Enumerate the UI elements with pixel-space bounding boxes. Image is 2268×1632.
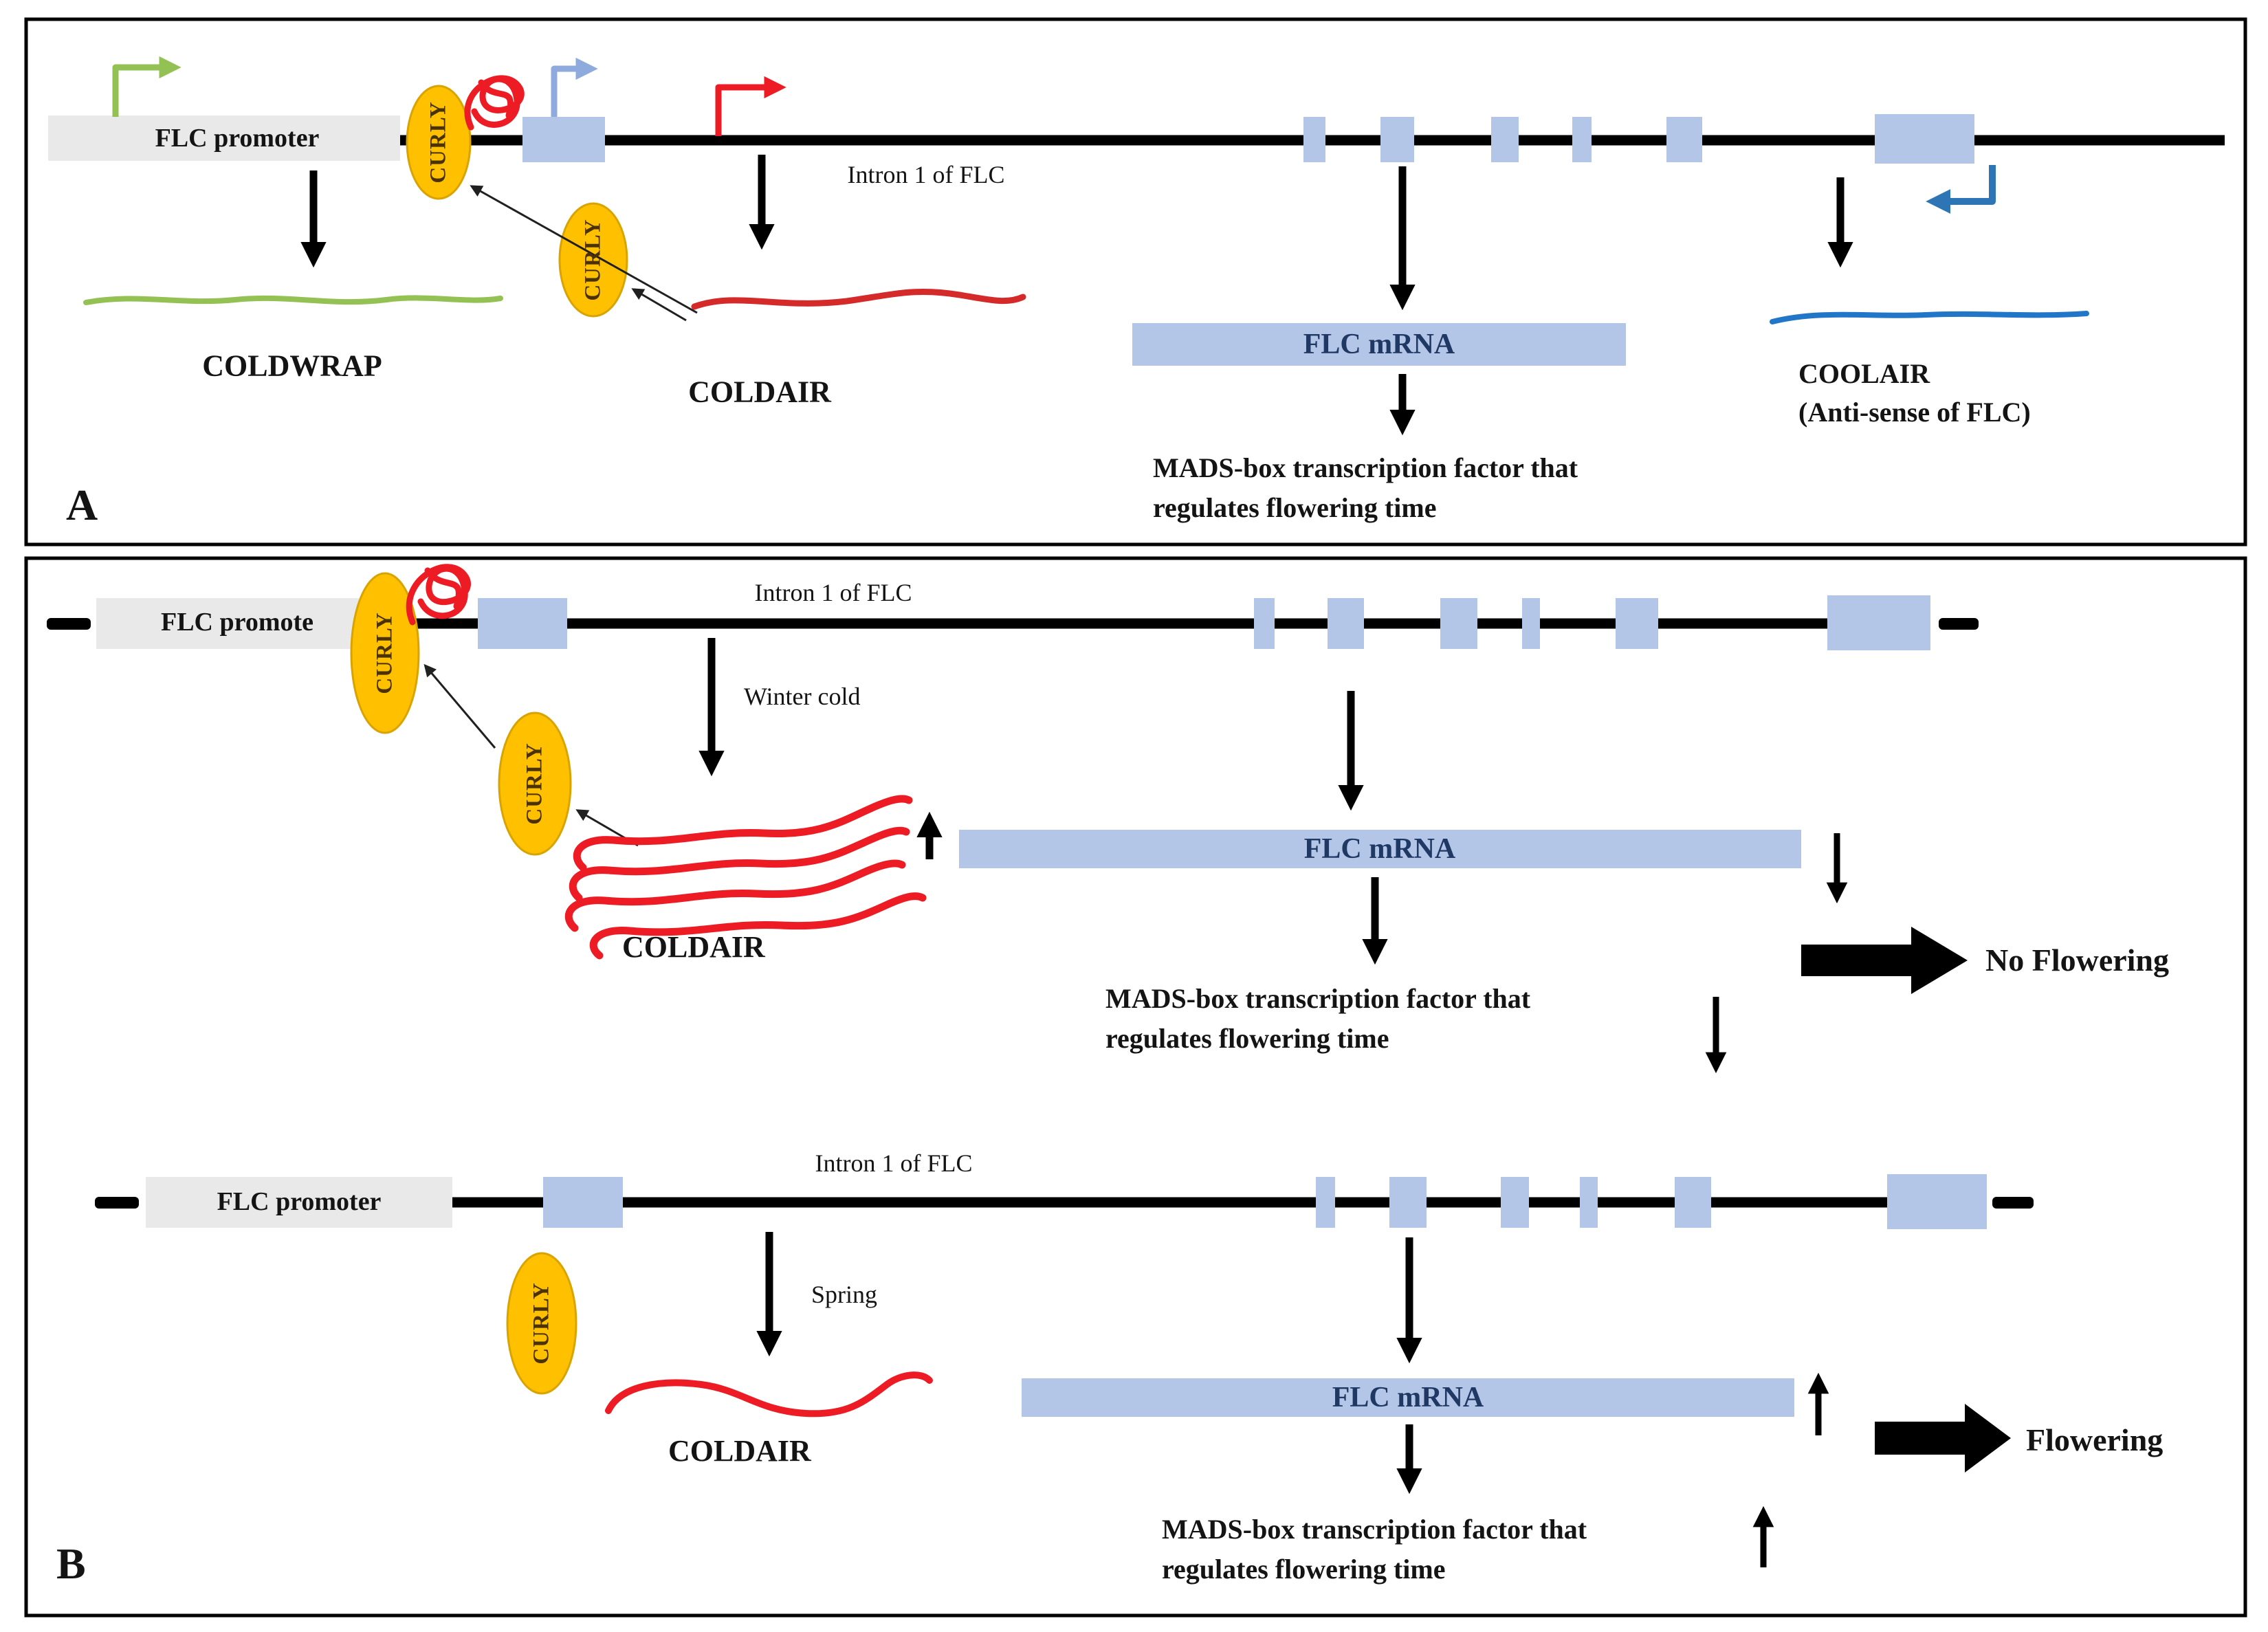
mads-text-spring: MADS-box transcription factor that regul…: [1162, 1510, 1587, 1589]
sense-tss-arrow-icon: [551, 57, 598, 117]
panel-b-label: B: [56, 1539, 86, 1588]
big-arrow-flowering: [1875, 1404, 2011, 1473]
exon: [1303, 117, 1325, 162]
coldair-label-spring: COLDAIR: [668, 1434, 811, 1468]
mads-text-a: MADS-box transcription factor that regul…: [1153, 448, 1578, 528]
curly-protein-oval: [350, 572, 420, 734]
rna-tangle-icon: [406, 564, 471, 626]
dna-end-dash: [1992, 1197, 2034, 1209]
curly-protein-oval: [406, 85, 472, 200]
curly-protein-oval: [558, 202, 628, 318]
curly-label: CURLY: [372, 612, 397, 694]
exon: [1440, 598, 1477, 649]
flc-promoter-label-winter: FLC promote: [161, 608, 313, 637]
curly-label: CURLY: [522, 742, 547, 825]
exon: [1254, 598, 1275, 649]
exon: [1316, 1177, 1335, 1228]
thin-arrow-coldair-to-curly1: [470, 185, 698, 314]
mads-text-winter: MADS-box transcription factor that regul…: [1105, 979, 1530, 1059]
coldair-rna-strand: [569, 826, 910, 902]
thin-arrow-to-curly1-winter: [423, 663, 496, 749]
panel-b-border: [24, 556, 2247, 1618]
coldair-rna-squiggle-a: [691, 289, 1026, 310]
exon: [1666, 117, 1702, 162]
exon: [1491, 117, 1519, 162]
coldair-label-a: COLDAIR: [688, 375, 831, 409]
intron-label-spring: Intron 1 of FLC: [815, 1149, 973, 1177]
coldwrap-rna-squiggle: [83, 295, 503, 305]
exon: [478, 598, 567, 649]
mads-line2-spring: regulates flowering time: [1162, 1554, 1446, 1585]
exon: [1522, 598, 1540, 649]
coldair-rna-strand: [573, 795, 913, 872]
winter-cold-label: Winter cold: [744, 683, 861, 710]
exon: [1389, 1177, 1427, 1228]
intron-label-winter: Intron 1 of FLC: [754, 579, 912, 606]
coldair-tss-arrow-icon: [715, 76, 786, 136]
flc-promoter-box-a: [48, 115, 400, 161]
panel-a-label: A: [66, 481, 98, 529]
flc-promoter-box-spring: [146, 1177, 452, 1228]
coolair-rna-squiggle: [1770, 311, 2089, 324]
coldwrap-label: COLDWRAP: [202, 349, 382, 383]
flc-promoter-box-winter: [96, 598, 359, 649]
mads-line2-a: regulates flowering time: [1153, 492, 1437, 523]
exon: [1380, 117, 1414, 162]
panel-a-border: [24, 17, 2247, 547]
coldair-rna-strand: [564, 859, 906, 932]
coolair-label: COOLAIR: [1798, 358, 1930, 389]
flc-promoter-label-a: FLC promoter: [155, 124, 320, 153]
flc-mrna-bar-winter: [959, 830, 1801, 868]
exon: [1887, 1174, 1987, 1229]
big-arrow-no-flowering: [1801, 927, 1968, 994]
intron-label-a: Intron 1 of FLC: [847, 161, 1005, 188]
exon: [1827, 595, 1930, 650]
exon: [1675, 1177, 1711, 1228]
flc-mrna-label-spring: FLC mRNA: [1332, 1382, 1484, 1413]
flc-promoter-label-spring: FLC promoter: [217, 1187, 382, 1216]
mads-line2-winter: regulates flowering time: [1105, 1023, 1389, 1054]
curly-label: CURLY: [426, 101, 451, 184]
rna-tangle-icon: [464, 75, 525, 131]
exon: [1875, 114, 1974, 164]
exon: [543, 1177, 623, 1228]
coldair-rna-squiggle-spring: [605, 1371, 933, 1418]
mads-line1-a: MADS-box transcription factor that: [1153, 452, 1578, 483]
coolair-sub-label: (Anti-sense of FLC): [1798, 397, 2031, 428]
exon: [1501, 1177, 1529, 1228]
no-flowering-label: No Flowering: [1985, 942, 2170, 978]
mads-line1-spring: MADS-box transcription factor that: [1162, 1514, 1587, 1545]
curly-protein-oval: [506, 1252, 577, 1395]
coldair-label-winter: COLDAIR: [622, 930, 765, 964]
dna-end-dash: [47, 618, 91, 630]
flc-mrna-bar-a: [1132, 323, 1626, 366]
exon: [1328, 598, 1364, 649]
exon: [1572, 117, 1592, 162]
flowering-label: Flowering: [2026, 1422, 2164, 1457]
coldair-rna-strand: [589, 892, 927, 960]
coldwrap-tss-arrow-icon: [112, 56, 181, 117]
antisense-tss-arrow-icon: [1926, 165, 1996, 214]
spring-label: Spring: [811, 1281, 878, 1308]
curly-protein-oval: [498, 712, 572, 856]
dna-end-dash: [1939, 618, 1979, 630]
flc-mrna-label-winter: FLC mRNA: [1303, 833, 1456, 865]
mads-line1-winter: MADS-box transcription factor that: [1105, 983, 1531, 1014]
exon: [522, 117, 605, 162]
dna-end-dash: [95, 1197, 139, 1209]
exon: [1616, 598, 1658, 649]
curly-label: CURLY: [580, 219, 606, 301]
flc-mrna-bar-spring: [1022, 1378, 1794, 1417]
flc-mrna-label-a: FLC mRNA: [1303, 329, 1455, 360]
exon: [1580, 1177, 1598, 1228]
curly-label: CURLY: [529, 1282, 554, 1365]
thin-arrow-coldair-to-curly2: [631, 288, 687, 322]
